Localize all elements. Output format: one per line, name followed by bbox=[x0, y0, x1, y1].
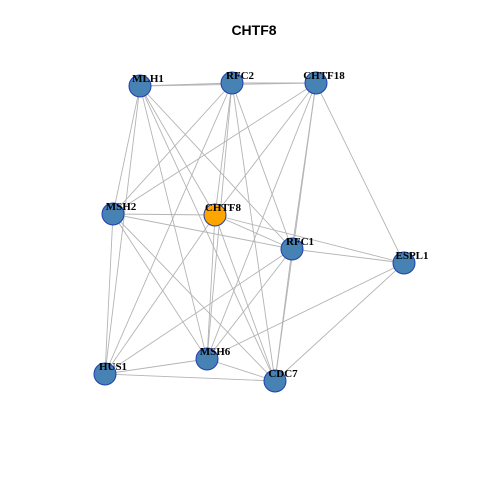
node-cdc7[interactable] bbox=[263, 369, 287, 393]
node-label-cdc7: CDC7 bbox=[268, 368, 298, 380]
node-label-hus1: HUS1 bbox=[99, 361, 127, 373]
node-label-chtf8: CHTF8 bbox=[205, 202, 242, 214]
node-label-mlh1: MLH1 bbox=[132, 73, 164, 85]
node-rfc2[interactable] bbox=[220, 71, 244, 95]
node-msh2[interactable] bbox=[101, 202, 125, 226]
edge-msh2-cdc7 bbox=[112, 213, 276, 382]
node-mlh1[interactable] bbox=[128, 74, 152, 98]
edge-rfc1-espl1 bbox=[291, 248, 405, 264]
node-layer bbox=[93, 71, 416, 393]
edge-mlh1-hus1 bbox=[104, 85, 141, 375]
edge-rfc1-msh6 bbox=[206, 248, 293, 360]
edge-rfc1-cdc7 bbox=[274, 248, 293, 382]
node-espl1[interactable] bbox=[392, 251, 416, 275]
edge-layer bbox=[104, 82, 405, 382]
edge-msh6-cdc7 bbox=[206, 358, 276, 382]
edge-espl1-cdc7 bbox=[274, 262, 405, 382]
edge-rfc2-rfc1 bbox=[231, 82, 293, 250]
edge-chtf8-rfc1 bbox=[214, 214, 293, 250]
edge-msh2-hus1 bbox=[104, 213, 114, 375]
node-label-espl1: ESPL1 bbox=[395, 250, 428, 262]
edge-chtf8-cdc7 bbox=[214, 214, 276, 382]
edge-msh2-msh6 bbox=[112, 213, 208, 360]
edge-chtf8-espl1 bbox=[214, 214, 405, 264]
edge-mlh1-chtf8 bbox=[139, 85, 216, 216]
edge-hus1-msh6 bbox=[104, 358, 208, 375]
edge-espl1-msh6 bbox=[206, 262, 405, 360]
edge-msh2-rfc1 bbox=[112, 213, 293, 250]
edge-chtf18-chtf8 bbox=[214, 82, 317, 216]
edge-mlh1-msh2 bbox=[112, 85, 141, 215]
edge-rfc1-hus1 bbox=[104, 248, 293, 375]
edge-msh2-chtf8 bbox=[112, 213, 216, 216]
node-label-msh6: MSH6 bbox=[200, 346, 231, 358]
edge-rfc2-msh2 bbox=[112, 82, 233, 215]
edge-hus1-cdc7 bbox=[104, 373, 276, 382]
node-chtf8[interactable] bbox=[203, 203, 227, 227]
edge-chtf8-msh6 bbox=[206, 214, 216, 360]
edge-rfc2-chtf8 bbox=[214, 82, 233, 216]
node-label-rfc1: RFC1 bbox=[286, 236, 314, 248]
edge-mlh1-cdc7 bbox=[139, 85, 276, 382]
edge-mlh1-msh6 bbox=[139, 85, 208, 360]
node-rfc1[interactable] bbox=[280, 237, 304, 261]
edge-chtf18-msh2 bbox=[112, 82, 317, 215]
edge-chtf8-hus1 bbox=[104, 214, 216, 375]
edge-chtf18-espl1 bbox=[315, 82, 405, 264]
node-label-chtf18: CHTF18 bbox=[303, 70, 345, 82]
node-hus1[interactable] bbox=[93, 362, 117, 386]
node-chtf18[interactable] bbox=[304, 71, 328, 95]
node-label-msh2: MSH2 bbox=[106, 201, 137, 213]
diagram-title: CHTF8 bbox=[231, 22, 276, 38]
edge-chtf18-msh6 bbox=[206, 82, 317, 360]
edge-mlh1-rfc1 bbox=[139, 85, 293, 250]
edge-rfc2-hus1 bbox=[104, 82, 233, 375]
node-label-rfc2: RFC2 bbox=[226, 70, 255, 82]
node-msh6[interactable] bbox=[195, 347, 219, 371]
